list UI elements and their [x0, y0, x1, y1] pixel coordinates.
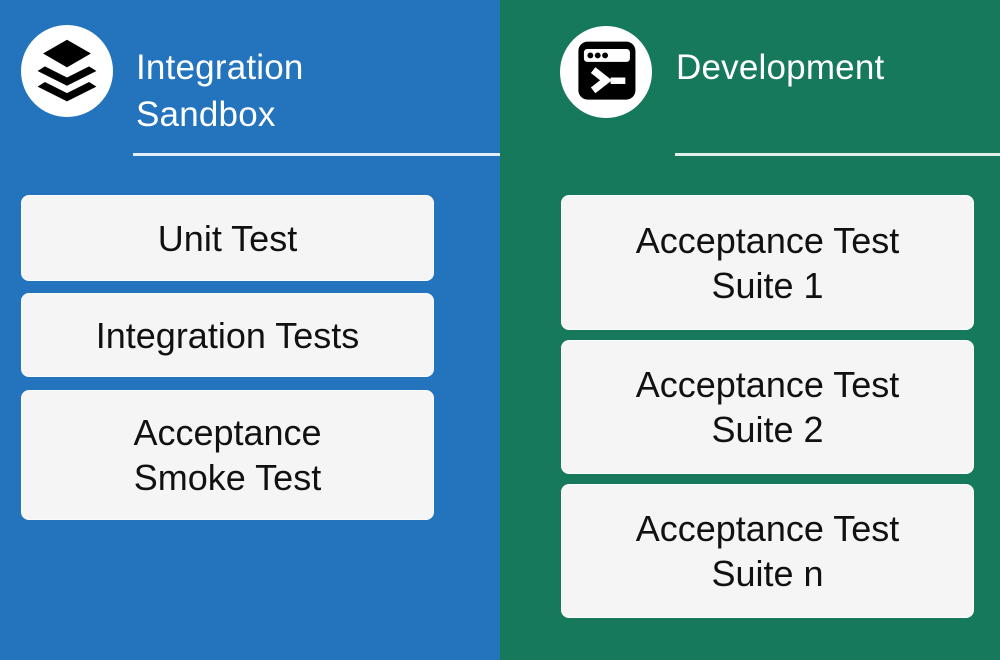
diagram-box-unit-test: Unit Test	[21, 195, 434, 281]
diagram-box-acceptance-test-suite-2: Acceptance Test Suite 2	[561, 340, 974, 474]
diagram-box-acceptance-smoke-test: Acceptance Smoke Test	[21, 390, 434, 520]
title-underline-rule	[675, 153, 1000, 156]
title-underline-rule	[133, 153, 500, 156]
terminal-icon	[560, 26, 652, 118]
diagram-box-acceptance-test-suite-n: Acceptance Test Suite n	[561, 484, 974, 618]
panel-title-integration-sandbox: Integration Sandbox	[136, 48, 304, 134]
panel-title-development: Development	[676, 48, 885, 87]
layers-stack-icon	[21, 25, 113, 117]
diagram-box-integration-tests: Integration Tests	[21, 293, 434, 377]
panel-development: Development Acceptance Test Suite 1 Acce…	[500, 0, 1000, 660]
panel-integration-sandbox: Integration Sandbox Unit Test Integratio…	[21, 25, 500, 520]
diagram-box-acceptance-test-suite-1: Acceptance Test Suite 1	[561, 195, 974, 330]
